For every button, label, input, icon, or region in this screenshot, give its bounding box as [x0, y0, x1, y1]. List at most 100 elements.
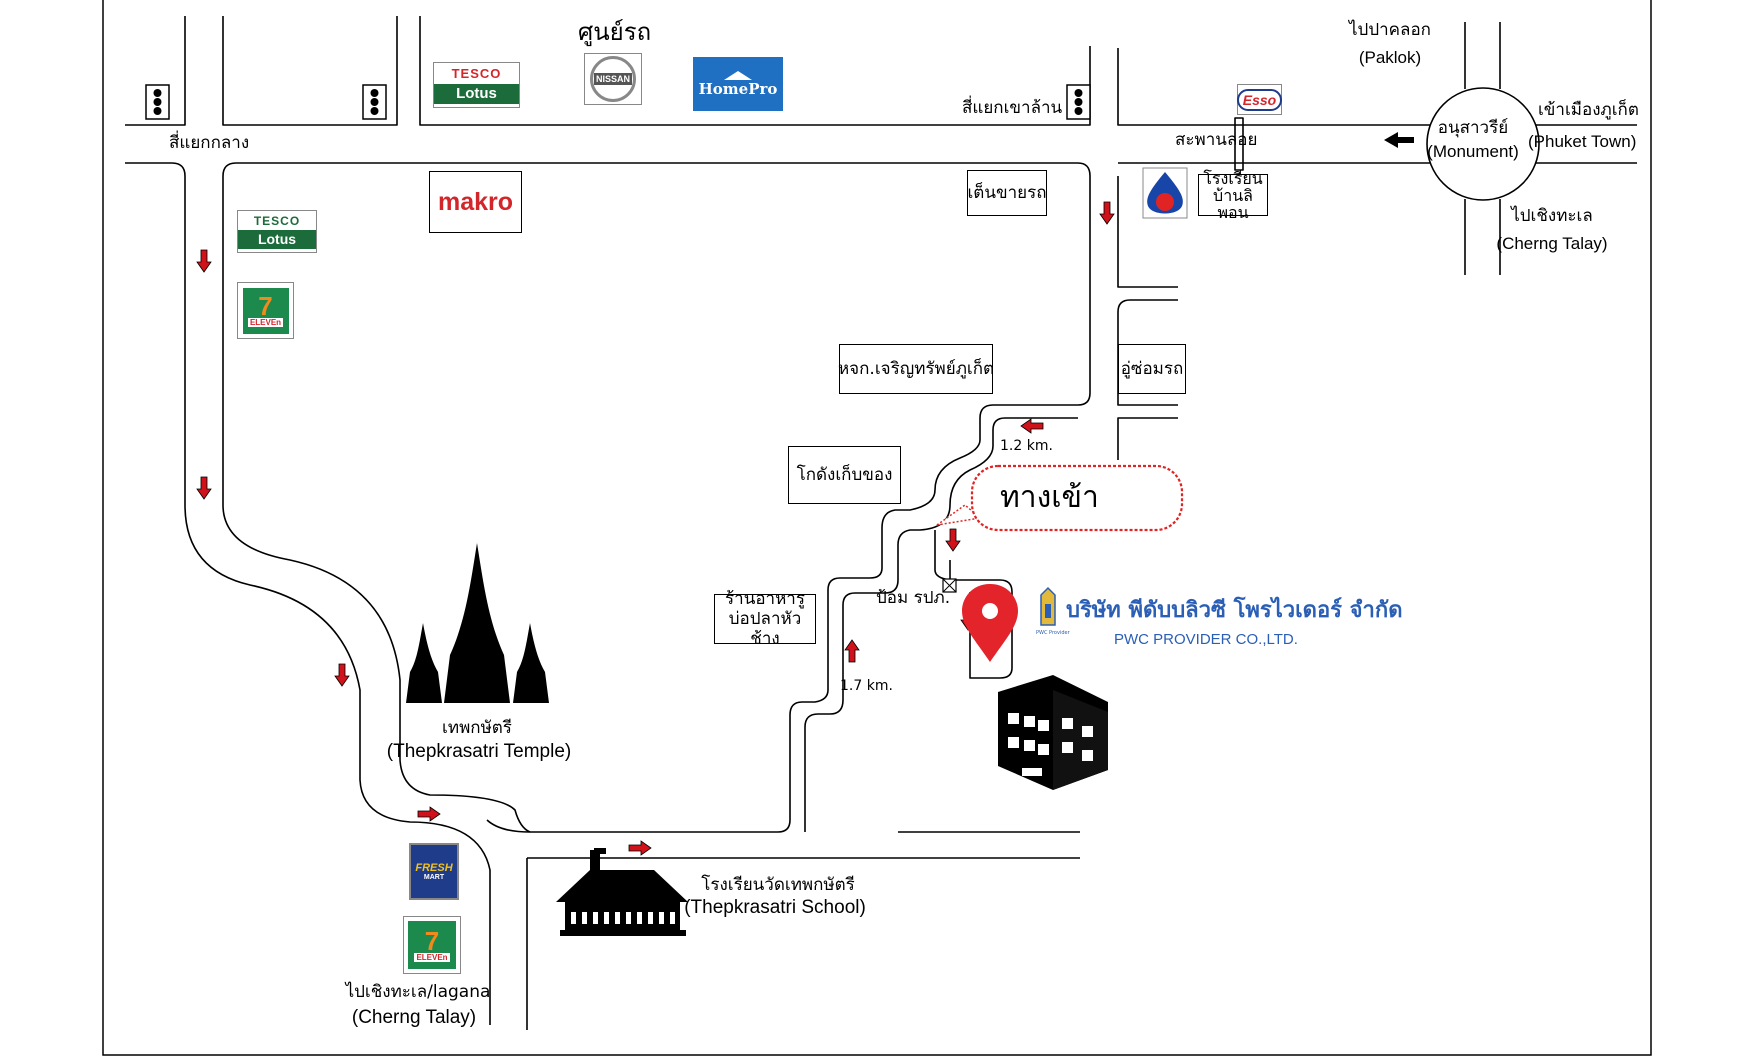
overpass-marker	[1234, 117, 1244, 171]
entrance-label: ทางเข้า	[1000, 480, 1099, 515]
office-window	[1024, 716, 1035, 727]
monument-roundabout	[1426, 87, 1540, 201]
direction-arrow-up	[844, 639, 860, 663]
monument-th: อนุสาวรีย์	[1437, 118, 1509, 138]
seven-eleven-logo-1: 7 ELEVEn	[237, 282, 294, 339]
to-phuket-town-en: (Phuket Town)	[1528, 132, 1637, 151]
school-window	[626, 912, 631, 924]
office-window	[1082, 726, 1093, 737]
direction-arrow-down	[196, 476, 212, 500]
direction-arrow-down	[1099, 201, 1115, 225]
road-edge	[1117, 299, 1178, 406]
office-window	[1038, 744, 1049, 755]
overpass-label: สะพานลอย	[1175, 130, 1258, 150]
office-window	[1062, 718, 1073, 729]
tesco-lotus-logo-top: TESCO Lotus	[433, 62, 520, 108]
office-window	[1062, 742, 1073, 753]
company-emblem-caption: PWC Provider	[1036, 630, 1070, 636]
makro-logo: makro	[429, 171, 522, 233]
restaurant-text: ร้านอาหารู บ่อปลาหัวช้าง	[725, 589, 805, 649]
office-window	[1024, 740, 1035, 751]
school-banlipon-label: โรงเรียน บ้านลิพอน	[1198, 170, 1268, 221]
dist-1-7-label: 1.7 km.	[840, 678, 893, 694]
school-window	[571, 912, 576, 924]
road-edge	[1117, 176, 1178, 288]
office-window	[1082, 750, 1093, 761]
school-window	[659, 912, 664, 924]
school-window	[582, 912, 587, 924]
road-edge	[222, 176, 531, 833]
garage-label: อู่ซ่อมรถ	[1118, 344, 1186, 394]
road-edge	[222, 16, 398, 126]
to-paklok-th: ไปปาคลอก	[1349, 20, 1431, 40]
office-window	[1038, 720, 1049, 731]
traffic-light-1	[145, 84, 170, 120]
school-window	[615, 912, 620, 924]
esso-logo: Esso	[1236, 84, 1283, 115]
school-window	[648, 912, 653, 924]
company-name-en: PWC PROVIDER CO.,LTD.	[1114, 631, 1298, 648]
road-edge	[804, 417, 1078, 832]
traffic-light-2	[362, 84, 387, 120]
school-window	[593, 912, 598, 924]
esso-text: Esso	[1236, 88, 1283, 111]
dist-1-2-label: 1.2 km.	[1000, 438, 1053, 454]
direction-arrow-right	[628, 840, 652, 856]
to-cherng-talay-left-th: ไปเชิงทะเล/lagana	[345, 982, 491, 1002]
school-window	[670, 912, 675, 924]
school-icon	[556, 848, 688, 936]
direction-arrow-down	[196, 249, 212, 273]
temple-icon	[406, 543, 549, 703]
direction-arrows	[196, 201, 1115, 856]
arrow-to-phuket-town	[1384, 132, 1414, 148]
nissan-text: NISSAN	[593, 73, 632, 85]
to-cherng-talay-right-en: (Cherng Talay)	[1496, 234, 1608, 253]
office-building-icon	[998, 675, 1108, 790]
temple-th: เทพกษัตรี	[442, 718, 512, 738]
nissan-logo: NISSAN	[584, 53, 642, 105]
charoensap-label: หจก.เจริญทรัพย์ภูเก็ต	[838, 344, 994, 394]
traffic-light-3	[1066, 84, 1091, 120]
school-thepkrasatri-th: โรงเรียนวัดเทพกษัตรี	[701, 875, 855, 895]
to-phuket-town-th: เข้าเมืองภูเก็ต	[1538, 100, 1639, 120]
temple-en: (Thepkrasatri Temple)	[386, 741, 572, 762]
to-paklok-en: (Paklok)	[1358, 48, 1422, 67]
fresh-sub-text: MART	[423, 874, 445, 881]
seven-eleven-text: ELEVEn	[414, 952, 450, 962]
road-edge	[934, 530, 1013, 679]
police-box-label: ป้อม รปภ.	[876, 588, 951, 608]
homepro-logo: HomePro	[693, 57, 783, 111]
tesco-text: TESCO	[451, 65, 502, 81]
restaurant-label: ร้านอาหารู บ่อปลาหัวช้าง	[714, 589, 816, 649]
school-thepkrasatri-en: (Thepkrasatri School)	[684, 897, 866, 918]
location-pin-icon	[962, 584, 1018, 662]
homepro-text: HomePro	[698, 79, 778, 98]
gas-station-icon	[1142, 167, 1188, 219]
direction-arrow-right	[417, 806, 441, 822]
school-window	[637, 912, 642, 924]
direction-arrow-down	[334, 663, 350, 687]
khaolan-intersection-label: สี่แยกเขาล้าน	[962, 98, 1063, 118]
school-banlipon-text: โรงเรียน บ้านลิพอน	[1203, 168, 1263, 222]
seven-eleven-text: ELEVEn	[247, 318, 284, 327]
direction-arrow-left	[1020, 418, 1044, 434]
road-edge	[1117, 417, 1178, 460]
warehouse-label: โกดังเก็บของ	[788, 446, 901, 504]
lotus-text: Lotus	[434, 83, 519, 104]
car-dealer-label: เต็นขายรถ	[967, 170, 1047, 216]
road-edge	[125, 16, 186, 126]
fresh-mart-logo: FRESH MART	[409, 843, 459, 900]
entrance-callout	[936, 464, 1184, 532]
monument-en: (Monument)	[1427, 142, 1519, 161]
to-cherng-talay-left-en: (Cherng Talay)	[351, 1007, 477, 1028]
tesco-lotus-logo-left: TESCO Lotus	[237, 210, 317, 253]
house-roof-icon	[724, 70, 752, 80]
middle-intersection-label: สี่แยกกลาง	[169, 133, 250, 153]
fresh-text: FRESH	[415, 862, 453, 874]
seven-eleven-logo-2: 7 ELEVEn	[403, 916, 461, 974]
road-edge	[222, 162, 1091, 833]
police-box-icon	[942, 578, 957, 593]
map-frame	[102, 0, 1652, 1056]
road-network	[125, 16, 1637, 1030]
